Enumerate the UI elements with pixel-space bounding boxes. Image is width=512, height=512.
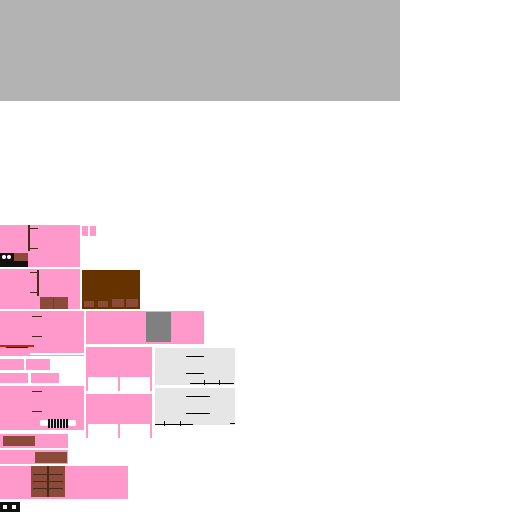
sprite-panel-mid-2-leg xyxy=(150,424,152,438)
sprite-chip-1 xyxy=(82,226,88,236)
sprite-dark-icon-dot xyxy=(3,505,7,509)
sprite-panel-3-tick xyxy=(32,316,42,317)
sprite-grey-panel-1 xyxy=(155,348,235,385)
sprite-grey-panel-2-end xyxy=(230,423,235,424)
sprite-grey-panel-2-tick xyxy=(164,421,165,426)
sprite-grey-panel-2-line xyxy=(186,396,210,397)
sprite-panel-mid-1-leg xyxy=(118,377,120,391)
sprite-grey-panel-1-tick xyxy=(219,380,220,385)
sprite-panel-3-rail-line xyxy=(6,347,28,348)
sprite-dark-icon xyxy=(0,502,20,512)
sprite-chain-end-right xyxy=(68,420,76,426)
sprite-bottom-door-split xyxy=(47,466,49,497)
sprite-eye-right xyxy=(7,255,11,259)
sprite-bar-3 xyxy=(0,373,28,383)
sprite-bar-2 xyxy=(26,359,50,370)
sprite-grey-panel-2-line xyxy=(186,413,210,414)
sprite-panel-4-tick xyxy=(32,411,42,412)
sprite-chain xyxy=(48,419,68,428)
sprite-panel-mid-2-leg xyxy=(118,424,120,438)
sprite-panel-4-tick xyxy=(32,391,42,392)
sprite-panel-1-tick xyxy=(30,248,38,249)
sprite-strip-2-wood xyxy=(35,452,67,463)
sprite-brown-block-tile xyxy=(98,301,108,307)
sprite-grey-panel-1-tick xyxy=(204,380,205,385)
sprite-brown-block-tile xyxy=(112,299,124,307)
sprite-dark-icon-dot xyxy=(12,505,16,509)
sprite-chain-end-left xyxy=(40,420,48,426)
sprite-panel-3-rail xyxy=(0,345,34,347)
sprite-grey-panel-2 xyxy=(155,388,235,425)
sprite-panel-3-tick xyxy=(32,336,42,337)
sprite-bar-4 xyxy=(31,373,59,383)
sprite-strip-1-wood xyxy=(3,436,35,446)
sprite-panel-mid-1-leg xyxy=(150,377,152,391)
sprite-bar-1 xyxy=(0,359,24,370)
sprite-panel-1-base xyxy=(14,261,28,267)
sprite-brown-block-tile xyxy=(84,301,94,307)
sprite-panel-1-tick xyxy=(30,228,38,229)
sprite-panel-mid-2 xyxy=(86,394,152,424)
sprite-panel-mid-1 xyxy=(86,347,152,377)
sprite-panel-1-wood xyxy=(14,253,28,261)
sprite-panel-2-door-split xyxy=(53,297,54,309)
sprite-grey-square xyxy=(146,312,171,342)
sprite-panel-grey xyxy=(86,311,204,344)
sprite-panel-2-tick xyxy=(30,272,37,273)
sprite-grey-panel-2-axis xyxy=(155,424,193,425)
sprite-panel-3 xyxy=(0,311,84,356)
sprite-grey-panel-1-line xyxy=(186,356,204,357)
header-bar xyxy=(0,0,400,101)
sprite-grey-panel-1-line xyxy=(186,373,204,374)
sprite-panel-2-door xyxy=(40,297,68,309)
sprite-chip-2 xyxy=(90,226,96,236)
sprite-panel-2-tick xyxy=(30,292,37,293)
sprite-panel-3-strip xyxy=(30,353,84,355)
sprite-grey-panel-2-tick xyxy=(180,421,181,426)
sprite-eye-left xyxy=(2,255,6,259)
sprite-panel-1-divider xyxy=(28,225,30,251)
sprite-brown-block-tile xyxy=(126,299,138,307)
sprite-grey-panel-1-axis xyxy=(190,383,234,384)
sprite-panel-mid-2-leg xyxy=(86,424,88,438)
sprite-panel-mid-1-leg xyxy=(86,377,88,391)
sprite-panel-2-divider xyxy=(37,270,39,296)
